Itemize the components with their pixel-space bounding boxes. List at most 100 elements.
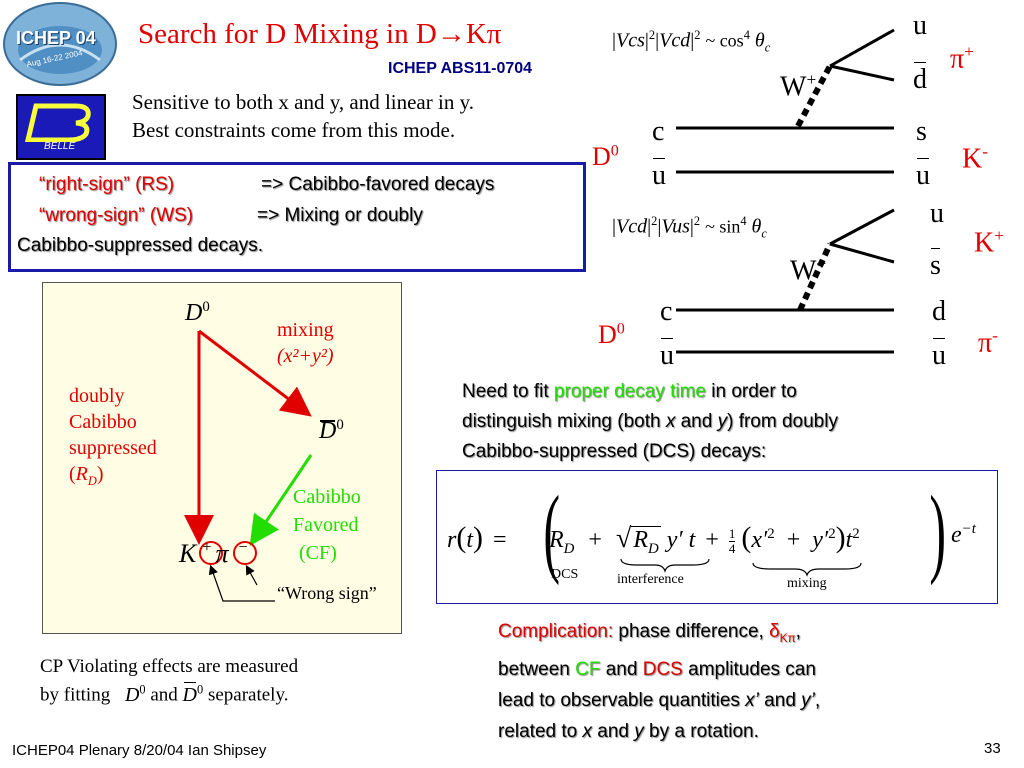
complication-label: Complication: bbox=[498, 621, 614, 642]
complication-l4b: by a rotation. bbox=[643, 720, 759, 742]
complication-yp: y’ bbox=[801, 689, 815, 711]
ckm-theta-sub: c bbox=[764, 40, 771, 55]
complication-cf: CF bbox=[575, 658, 601, 680]
bottom-right-quark-1: d bbox=[932, 296, 946, 327]
bottom-upper-quark-2: s bbox=[930, 248, 941, 281]
rd-label: (RD) bbox=[69, 463, 104, 488]
ckm-theta-sub: c bbox=[761, 226, 767, 241]
bottom-left-quark-2: u bbox=[660, 338, 674, 371]
formula-t2: t bbox=[688, 527, 696, 553]
rd-sub: D bbox=[87, 474, 97, 488]
bottom-d0-label: D0 bbox=[598, 320, 625, 350]
intro-line-2: Best constraints come from this mode. bbox=[132, 118, 456, 142]
formula-xprime: x′ bbox=[751, 527, 768, 553]
need-line-1: Need to fit proper decay time in order t… bbox=[462, 377, 838, 407]
complication-l3: lead to observable quantities bbox=[498, 689, 746, 711]
intro-line-1: Sensitive to both x and y, and linear in… bbox=[132, 90, 474, 114]
complication-l1: phase difference, bbox=[613, 621, 770, 642]
top-right-quark-2: u bbox=[916, 158, 930, 191]
top-upper-quark-2: d bbox=[913, 62, 927, 95]
wrong-sign-pointer-2 bbox=[245, 564, 258, 586]
formula-exp-t: −t bbox=[961, 521, 976, 537]
wrong-sign-pointer-1 bbox=[208, 564, 275, 602]
mixing-brace bbox=[752, 562, 862, 577]
ckm-pow: 2 bbox=[648, 28, 656, 42]
k-sign: - bbox=[982, 142, 989, 161]
k-letter: K bbox=[179, 539, 197, 568]
belle-logo: BELLE bbox=[16, 94, 106, 160]
formula-dcs-label: DCS bbox=[551, 567, 579, 582]
complication-line-3: lead to observable quantities x’ and y’, bbox=[498, 685, 820, 716]
need-to-fit-text: Need to fit proper decay time in order t… bbox=[462, 377, 838, 467]
cp-d0bar-sup: 0 bbox=[197, 682, 204, 696]
bottom-upper-quark-1: u bbox=[930, 198, 944, 229]
ichep-logo-graphic bbox=[3, 2, 117, 86]
formula-plus-3: + bbox=[786, 527, 801, 553]
final-state: K+π− bbox=[179, 539, 248, 569]
dcs-line-3: suppressed bbox=[69, 437, 157, 459]
ckm-pow: 2 bbox=[694, 28, 701, 42]
pi-minus-circle bbox=[233, 541, 257, 565]
logo-text: ICHEP 04 bbox=[16, 28, 96, 48]
pi-plus-sign: + bbox=[964, 42, 974, 61]
bottom-left-quark-1: c bbox=[660, 296, 673, 327]
ckm-vcd: Vcd bbox=[659, 29, 691, 52]
top-upper-meson: π+ bbox=[950, 42, 974, 75]
complication-xp: x’ bbox=[745, 689, 759, 711]
wrong-sign-label: “Wrong sign” bbox=[277, 583, 377, 603]
w-sign: + bbox=[816, 254, 827, 273]
complication-and2: and bbox=[758, 689, 802, 711]
pi-sign: − bbox=[238, 539, 248, 557]
cf-line-3: (CF) bbox=[299, 542, 337, 564]
title-arrow: → bbox=[436, 18, 466, 50]
ckm-pow: 2 bbox=[651, 214, 658, 228]
sign-definitions-box: “right-sign” (RS) => Cabibbo-favored dec… bbox=[8, 162, 586, 272]
cp-by-fitting: by fitting bbox=[40, 684, 111, 706]
need-l2a: distinguish mixing (both bbox=[462, 411, 666, 432]
bottom-ckm-factor: |Vcd|2|Vus|2 ~ sin4 θc bbox=[612, 214, 767, 241]
k-plus-circle bbox=[199, 541, 223, 565]
cp-d0-sup: 0 bbox=[139, 682, 146, 696]
formula-lhs: r(t) = bbox=[447, 521, 507, 554]
rd-letter: R bbox=[75, 463, 88, 485]
feynman-diagrams bbox=[676, 28, 895, 354]
k-sign: + bbox=[202, 539, 212, 557]
formula-open-paren: ( bbox=[543, 475, 560, 586]
belle-b-icon bbox=[24, 103, 91, 143]
top-left-quark-2: u bbox=[652, 158, 666, 191]
ckm-exp: 4 bbox=[740, 214, 747, 228]
complication-text: Complication: phase difference, δKπ, bet… bbox=[498, 616, 820, 747]
top-right-quark-1: s bbox=[916, 116, 927, 147]
mixing-label: mixing bbox=[277, 319, 334, 341]
quarter-num: 1 bbox=[728, 525, 736, 542]
cp-line-2: by fitting D0 and D0 separately. bbox=[40, 681, 288, 707]
d0-sup: 0 bbox=[202, 299, 210, 315]
w-sign: + bbox=[806, 70, 817, 89]
ckm-pow: 2 bbox=[693, 214, 701, 228]
ckm-theta: θ bbox=[754, 29, 765, 52]
formula-r: r bbox=[447, 527, 457, 553]
bottom-w-propagator bbox=[797, 242, 833, 312]
cf-line-1: Cabibbo bbox=[293, 486, 361, 508]
formula-plus-1: + bbox=[588, 527, 602, 553]
complication-line-2: between CF and DCS amplitudes can bbox=[498, 654, 820, 685]
pi-plus-letter: π bbox=[950, 43, 965, 75]
formula-eq: = bbox=[493, 527, 507, 553]
interference-brace bbox=[620, 558, 710, 573]
top-w-line-2 bbox=[829, 64, 895, 82]
ckm-theta: θ bbox=[751, 215, 762, 238]
rs-description: => Cabibbo-favored decays bbox=[261, 174, 495, 195]
need-and: and bbox=[675, 411, 718, 432]
complication-and: and bbox=[600, 658, 643, 680]
complication-and3: and bbox=[592, 720, 635, 742]
formula-e: e bbox=[951, 522, 962, 548]
quarter-den: 4 bbox=[728, 540, 736, 556]
top-left-quark-1: c bbox=[652, 116, 665, 147]
d-sup: 0 bbox=[616, 320, 625, 338]
d0bar-sup: 0 bbox=[336, 417, 344, 433]
top-w-label: W+ bbox=[780, 70, 816, 103]
ckm-exp: 4 bbox=[743, 28, 750, 42]
mixing-arrow bbox=[198, 329, 312, 417]
